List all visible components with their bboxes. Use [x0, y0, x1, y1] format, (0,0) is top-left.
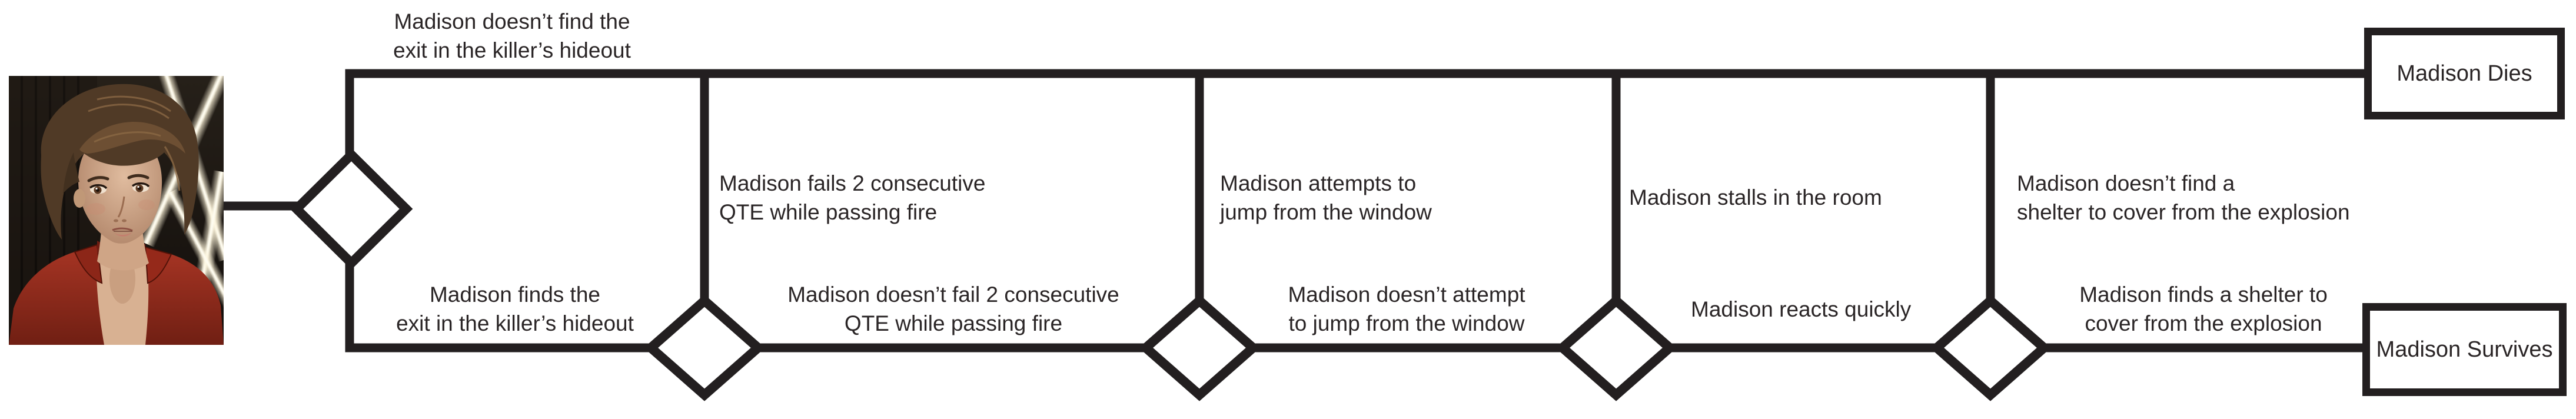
- edge-label-death-2: Madison fails 2 consecutive QTE while pa…: [719, 171, 986, 224]
- edge-label-death-5: Madison doesn’t find a shelter to cover …: [2017, 171, 2350, 224]
- outcome-dies-label: Madison Dies: [2396, 61, 2532, 86]
- edge-label-death-3: Madison attempts to jump from the window: [1220, 171, 1432, 224]
- ear: [74, 189, 85, 208]
- edge-label-survive-1: Madison finds the exit in the killer’s h…: [396, 282, 634, 335]
- hair-bangs: [79, 122, 185, 154]
- decision-diamond-5: [1929, 294, 2052, 401]
- hair-highlights: [88, 95, 181, 191]
- eye-left: [89, 184, 108, 194]
- decision-diamond-4: [1555, 294, 1677, 401]
- outcome-box-dies: Madison Dies: [2364, 28, 2565, 119]
- shirt-right: [145, 247, 224, 345]
- mouth: [112, 227, 133, 237]
- shirt-left: [9, 245, 104, 345]
- edge-label-survive-3: Madison doesn’t attempt to jump from the…: [1288, 282, 1525, 335]
- edge-label-death-4: Madison stalls in the room: [1629, 185, 1882, 210]
- collar-right: [144, 246, 172, 284]
- eye-right: [131, 182, 150, 192]
- brow-right: [127, 174, 149, 179]
- madison-portrait: [9, 76, 224, 345]
- hair: [41, 84, 199, 240]
- madison-portrait-art: [9, 76, 224, 345]
- decision-diamond-2: [643, 294, 766, 401]
- edge-label-survive-5: Madison finds a shelter to cover from th…: [2079, 282, 2328, 335]
- decision-diamond-3: [1138, 294, 1261, 401]
- outcome-survives-label: Madison Survives: [2376, 337, 2553, 362]
- nose: [117, 196, 125, 218]
- figure: [9, 84, 224, 345]
- decision-diamond-1: [290, 148, 413, 270]
- edge-label-death-1: Madison doesn’t find the exit in the kil…: [393, 9, 631, 62]
- edge-label-survive-2: Madison doesn’t fail 2 consecutive QTE w…: [787, 282, 1119, 335]
- brow-left: [87, 176, 109, 182]
- edge-label-survive-4: Madison reacts quickly: [1691, 297, 1912, 321]
- collar-left: [74, 244, 103, 284]
- outcome-box-survives: Madison Survives: [2362, 303, 2567, 396]
